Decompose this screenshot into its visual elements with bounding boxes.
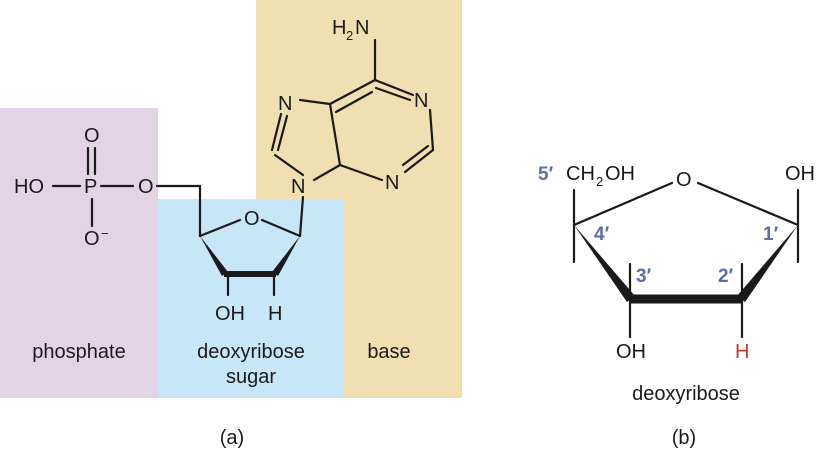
phosphate-p: P <box>84 176 97 198</box>
base-n7: N <box>278 93 292 115</box>
panel-a: HO P O O − O O OH H <box>0 0 462 449</box>
prime-2: 2′ <box>718 266 734 287</box>
phosphate-group: HO P O O − O <box>14 125 202 250</box>
base-n3: N <box>385 172 399 194</box>
phosphate-ho: HO <box>14 176 44 198</box>
phosphate-o-link: O <box>138 176 154 198</box>
base-label: base <box>367 341 410 363</box>
h-bottom-b: H <box>735 341 749 363</box>
caption-b: (b) <box>672 427 696 449</box>
ring-o-b: O <box>676 169 692 191</box>
sugar-ring-a: O OH H <box>198 184 305 325</box>
phosphate-region <box>0 108 158 398</box>
prime-5: 5′ <box>538 164 554 185</box>
panel-b: O 5′ CH 2 OH OH 4′ 1′ 3′ 2′ OH H deoxyri… <box>538 163 815 449</box>
phosphate-minus-sign: − <box>101 226 109 241</box>
amine-subscript: 2 <box>346 28 353 43</box>
sugar-h-a: H <box>268 303 282 325</box>
phosphate-o-top: O <box>84 125 100 147</box>
prime-3: 3′ <box>636 266 652 287</box>
ch2oh-sub: 2 <box>596 174 603 189</box>
phosphate-o-minus: O <box>84 228 100 250</box>
sugar-oh-a: OH <box>215 303 245 325</box>
sugar-region <box>158 199 344 398</box>
adenine-base: H 2 N N N N N <box>270 17 435 198</box>
amine-n: N <box>355 17 369 39</box>
sugar-ring-o-a: O <box>244 208 260 230</box>
caption-a: (a) <box>220 427 244 449</box>
deoxyribose-title: deoxyribose <box>632 383 740 405</box>
amine-h: H <box>332 17 346 39</box>
base-n9: N <box>291 176 305 198</box>
prime-4: 4′ <box>594 224 610 245</box>
phosphate-label: phosphate <box>32 341 125 363</box>
ch2oh-ch: CH <box>566 163 595 185</box>
oh-bottom-b: OH <box>616 341 646 363</box>
prime-1: 1′ <box>763 224 779 245</box>
sugar-label-line2: sugar <box>226 366 276 388</box>
ch2oh-oh: OH <box>605 163 635 185</box>
base-n1: N <box>414 90 428 112</box>
oh-right-b: OH <box>785 163 815 185</box>
sugar-label-line1: deoxyribose <box>197 341 305 363</box>
